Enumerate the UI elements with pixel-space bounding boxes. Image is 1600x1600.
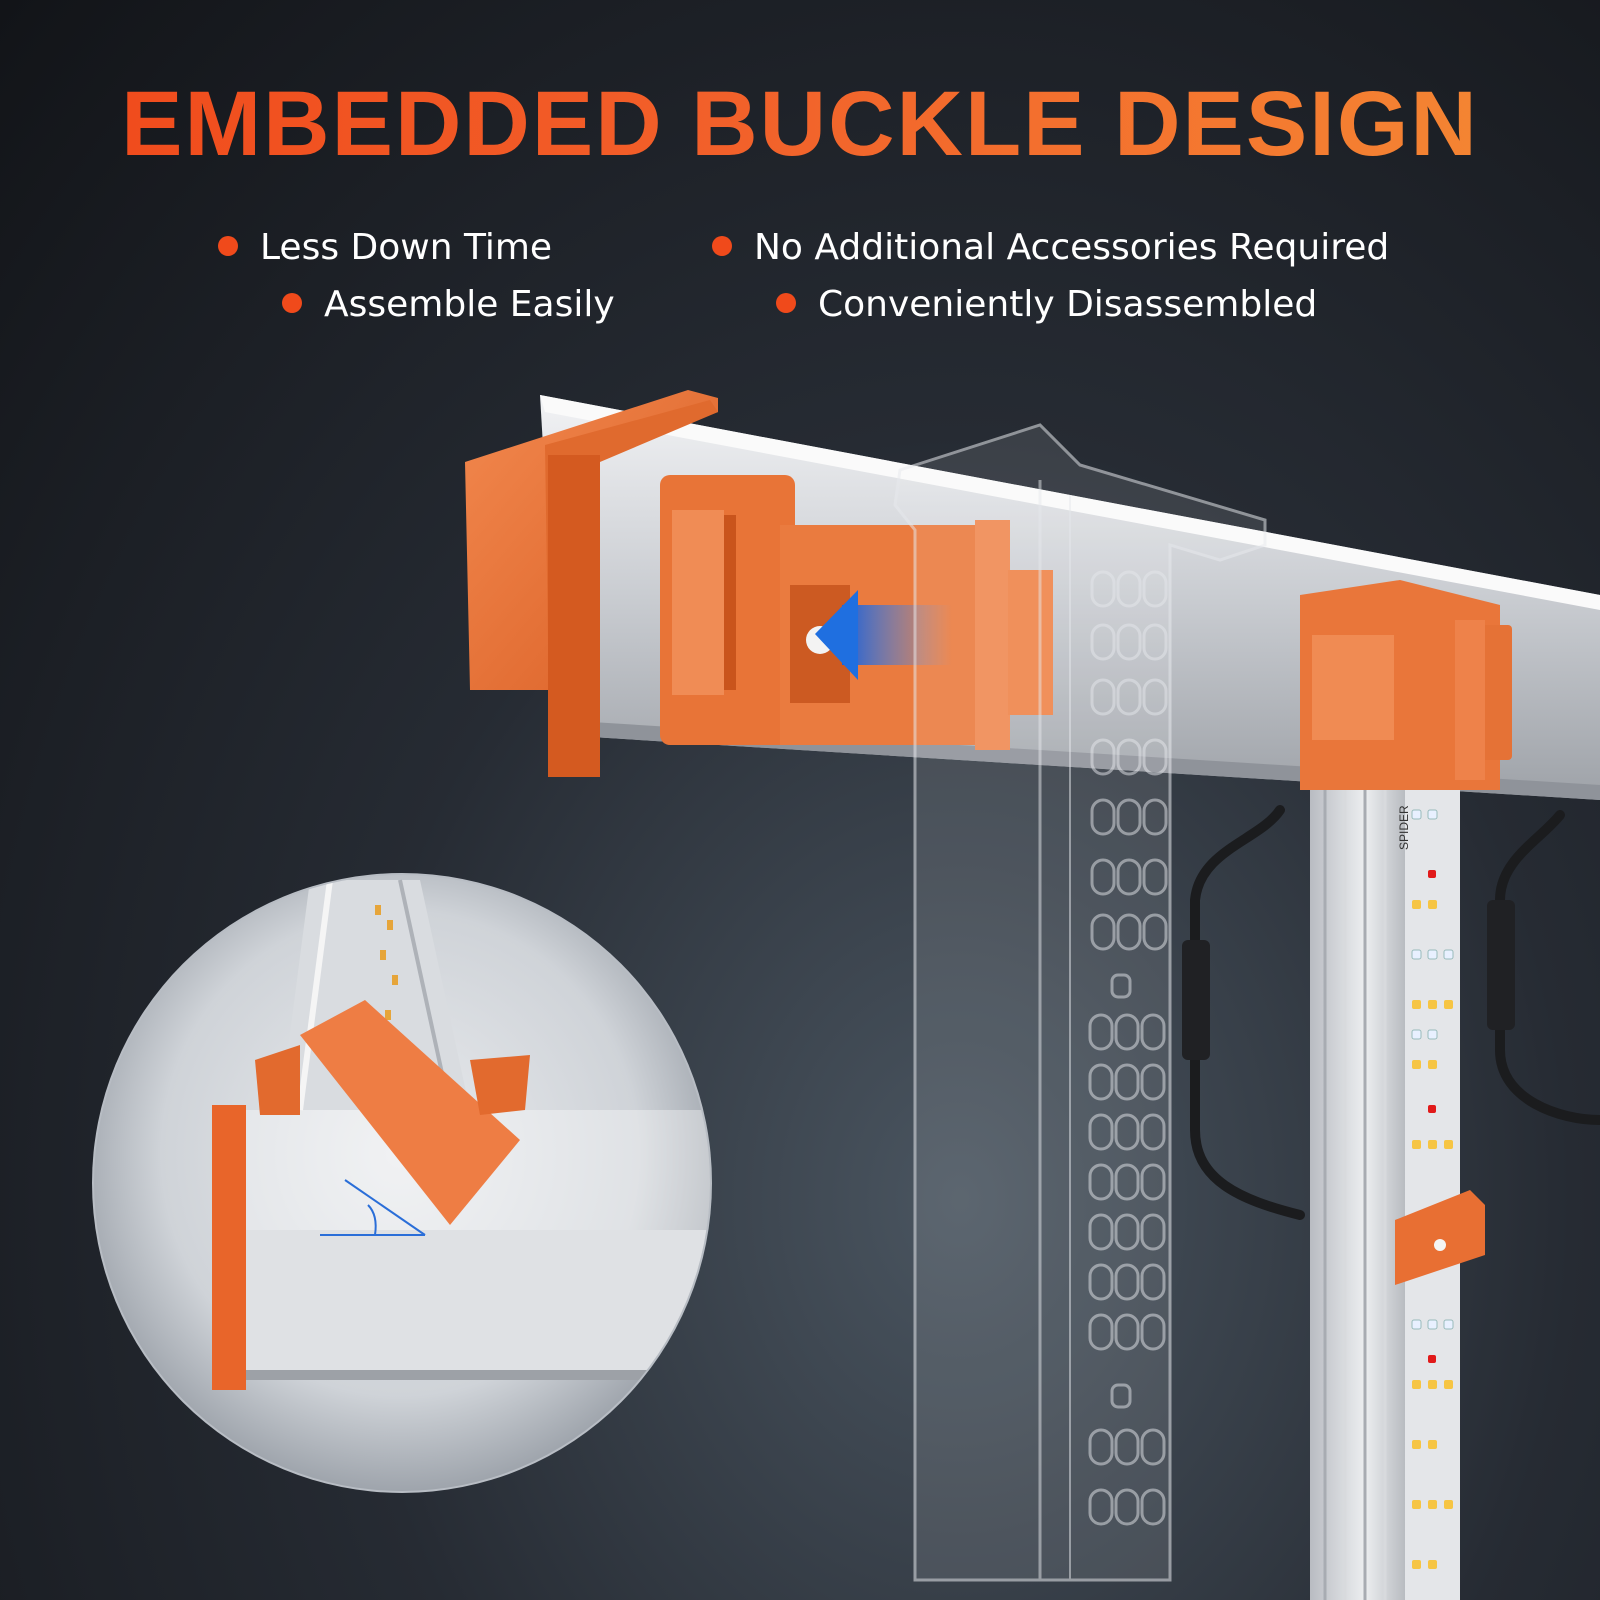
cable-connector (1182, 940, 1210, 1060)
buckle-right (1300, 580, 1512, 790)
arrow-icon (815, 590, 952, 680)
cable-connector (1487, 900, 1515, 1030)
feature-text: Conveniently Disassembled (818, 284, 1318, 325)
feature-text: Less Down Time (260, 227, 553, 268)
feature-less-down-time: Less Down Time (218, 230, 552, 266)
feature-assemble-easily: Assemble Easily (282, 287, 615, 323)
headline: EMBEDDED BUCKLE DESIGN (0, 78, 1600, 170)
feature-disassembled: Conveniently Disassembled (776, 287, 1317, 323)
zoom-inset (92, 873, 712, 1493)
feature-text: Assemble Easily (324, 284, 615, 325)
bullet-dot-icon (218, 236, 238, 256)
bullet-dot-icon (282, 293, 302, 313)
brand-label: SPIDER (1397, 805, 1411, 850)
bullet-dot-icon (712, 236, 732, 256)
mid-clip (1395, 1190, 1485, 1285)
feature-text: No Additional Accessories Required (754, 227, 1390, 268)
feature-no-accessories: No Additional Accessories Required (712, 230, 1389, 266)
bullet-dot-icon (776, 293, 796, 313)
ghost-bar-outline (893, 423, 1267, 1582)
end-cap (465, 390, 718, 777)
buckle-front (660, 475, 1053, 750)
